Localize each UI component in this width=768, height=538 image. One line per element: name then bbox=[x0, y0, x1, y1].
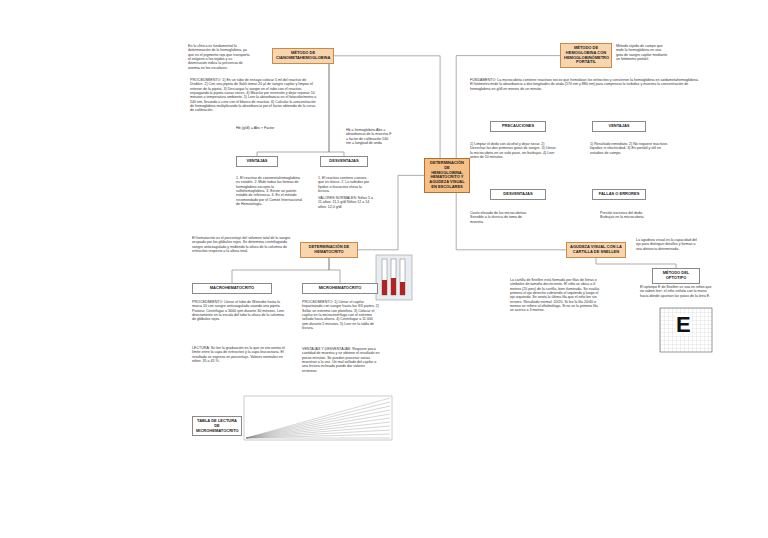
photo-frame bbox=[376, 255, 412, 300]
chart-line bbox=[246, 418, 390, 438]
chart-line bbox=[246, 406, 390, 438]
box-text: PRECAUCIONES bbox=[494, 124, 542, 129]
subtopic-box: PRECAUCIONES bbox=[490, 121, 546, 132]
chart-line bbox=[246, 438, 390, 439]
topic-box: AGUDEZA VISUAL CON LA CARTILLA DE SNELLE… bbox=[566, 242, 626, 258]
topic-box: MÉTODO DE HEMOGLOBINA CON HEMOGLOBINÓMET… bbox=[560, 43, 612, 68]
subtopic-box: FALLAS O ERRORES bbox=[592, 189, 646, 200]
chart-grid bbox=[660, 308, 712, 352]
subtopic-box: VENTAJAS bbox=[592, 121, 646, 132]
box-text: MÉTODO DE HEMOGLOBINA CON HEMOGLOBINÓMET… bbox=[564, 46, 608, 65]
note-text: LECTURA: Se lee la graduación en la que … bbox=[192, 346, 288, 363]
chart-line bbox=[246, 398, 390, 438]
snellen-chart bbox=[660, 308, 712, 352]
chart-frame bbox=[244, 396, 392, 440]
connector-line bbox=[257, 64, 329, 156]
note-text: Hb = hemoglobina Abs = absorbancia de la… bbox=[346, 128, 394, 145]
connector-line bbox=[456, 193, 566, 250]
chart-line bbox=[246, 414, 390, 438]
subtopic-box: MÉTODO DEL OPTOTIPO bbox=[652, 268, 700, 284]
box-text: DETERMINACIÓN DE HEMATOCRITO bbox=[304, 245, 354, 255]
chart-line bbox=[246, 434, 390, 438]
box-text: DESVENTAJAS bbox=[324, 159, 364, 164]
topic-box: DETERMINACIÓN DE HEMATOCRITO bbox=[300, 242, 358, 258]
connector-line bbox=[329, 258, 340, 283]
optotype-letter: E bbox=[675, 314, 692, 336]
box-text: DESVENTAJAS bbox=[494, 192, 542, 197]
box-text: VENTAJAS bbox=[596, 124, 642, 129]
note-text: PROCEDIMIENTO: 1) Llenar el capilar hepa… bbox=[302, 300, 380, 330]
tube bbox=[382, 259, 387, 295]
note-text: En la clínica es fundamental la determin… bbox=[188, 44, 252, 70]
box-text: MÉTODO DE CIANOMETAHEMOGLOBINA bbox=[276, 51, 330, 61]
box-text: MACROHEMATOCRITO bbox=[196, 286, 268, 291]
subtopic-box: MICROHEMATOCRITO bbox=[302, 283, 378, 294]
red-cell-column bbox=[391, 278, 396, 295]
box-text: DETERMINACIÓN DE HEMOGLOBINA, HEMATOCRIT… bbox=[428, 161, 466, 190]
note-text: El hematocrito es el porcentaje del volu… bbox=[192, 236, 296, 253]
box-text: FALLAS O ERRORES bbox=[596, 192, 642, 197]
subtopic-box: VENTAJAS bbox=[236, 156, 278, 167]
box-text: MICROHEMATOCRITO bbox=[306, 286, 374, 291]
connector-line bbox=[334, 56, 440, 158]
note-text: Hb (g/dl) = Abs × Factor bbox=[236, 126, 306, 130]
note-text: VENTAJAS Y DESVENTAJAS: Requiere poca ca… bbox=[302, 347, 380, 373]
red-cell-column bbox=[400, 282, 405, 295]
note-text: 1. El reactivo contiene cianuro, que es … bbox=[318, 176, 374, 193]
connector-line bbox=[358, 175, 424, 249]
note-text: La cartilla de Snellen está formada por … bbox=[510, 278, 602, 313]
box-text: TABLA DE LECTURA DE MICROHEMATOCRITO bbox=[196, 419, 238, 433]
red-cell-column bbox=[382, 280, 387, 295]
chart-line bbox=[246, 402, 390, 438]
note-text: 1. El reactivo de cianometahemoglobina e… bbox=[236, 176, 302, 206]
subtopic-box: MACROHEMATOCRITO bbox=[192, 283, 272, 294]
microhematocrit-reading-chart bbox=[244, 396, 392, 440]
chart-line bbox=[246, 410, 390, 438]
subtopic-box: TABLA DE LECTURA DE MICROHEMATOCRITO bbox=[192, 416, 242, 436]
connector-line bbox=[329, 64, 344, 156]
connector-line bbox=[596, 258, 676, 268]
chart-line bbox=[246, 422, 390, 438]
note-text: El optotipo E de Snellen se usa en niños… bbox=[640, 285, 712, 298]
note-text: PROCEDIMIENTO: Llenar el tubo de Wintrob… bbox=[192, 300, 288, 322]
box-text: VENTAJAS bbox=[240, 159, 274, 164]
box-text: MÉTODO DEL OPTOTIPO bbox=[656, 271, 696, 281]
subtopic-box: DESVENTAJAS bbox=[320, 156, 368, 167]
subtopic-box: DESVENTAJAS bbox=[490, 189, 546, 200]
tube bbox=[400, 259, 405, 295]
connector-line bbox=[232, 258, 329, 283]
tube bbox=[391, 259, 396, 295]
note-text: Método rápido de campo que mide la hemog… bbox=[616, 44, 668, 61]
chart-line bbox=[246, 430, 390, 438]
note-text: PROCEDIMIENTO: 1) En un tubo de ensayo c… bbox=[190, 78, 318, 113]
hematocrit-tubes-photo bbox=[376, 255, 412, 300]
central-topic-box: DETERMINACIÓN DE HEMOGLOBINA, HEMATOCRIT… bbox=[424, 158, 470, 193]
note-text: 1) Resultado inmediato. 2) No requiere r… bbox=[590, 142, 670, 155]
note-text: VALORES NORMALES: Niños 5 a 11 años: 11,… bbox=[318, 196, 374, 209]
note-text: 1) Limpiar el dedo con alcohol y dejar s… bbox=[470, 142, 556, 159]
note-text: La agudeza visual es la capacidad del oj… bbox=[636, 238, 702, 251]
topic-box: MÉTODO DE CIANOMETAHEMOGLOBINA bbox=[272, 48, 334, 64]
note-text: Presión excesiva del dedo. Burbujas en l… bbox=[600, 211, 650, 220]
note-text: Costo elevado de las microcubetas. Sensi… bbox=[470, 211, 534, 224]
box-text: AGUDEZA VISUAL CON LA CARTILLA DE SNELLE… bbox=[570, 245, 622, 255]
note-text: FUNDAMENTO: La microcubeta contiene reac… bbox=[470, 78, 700, 91]
